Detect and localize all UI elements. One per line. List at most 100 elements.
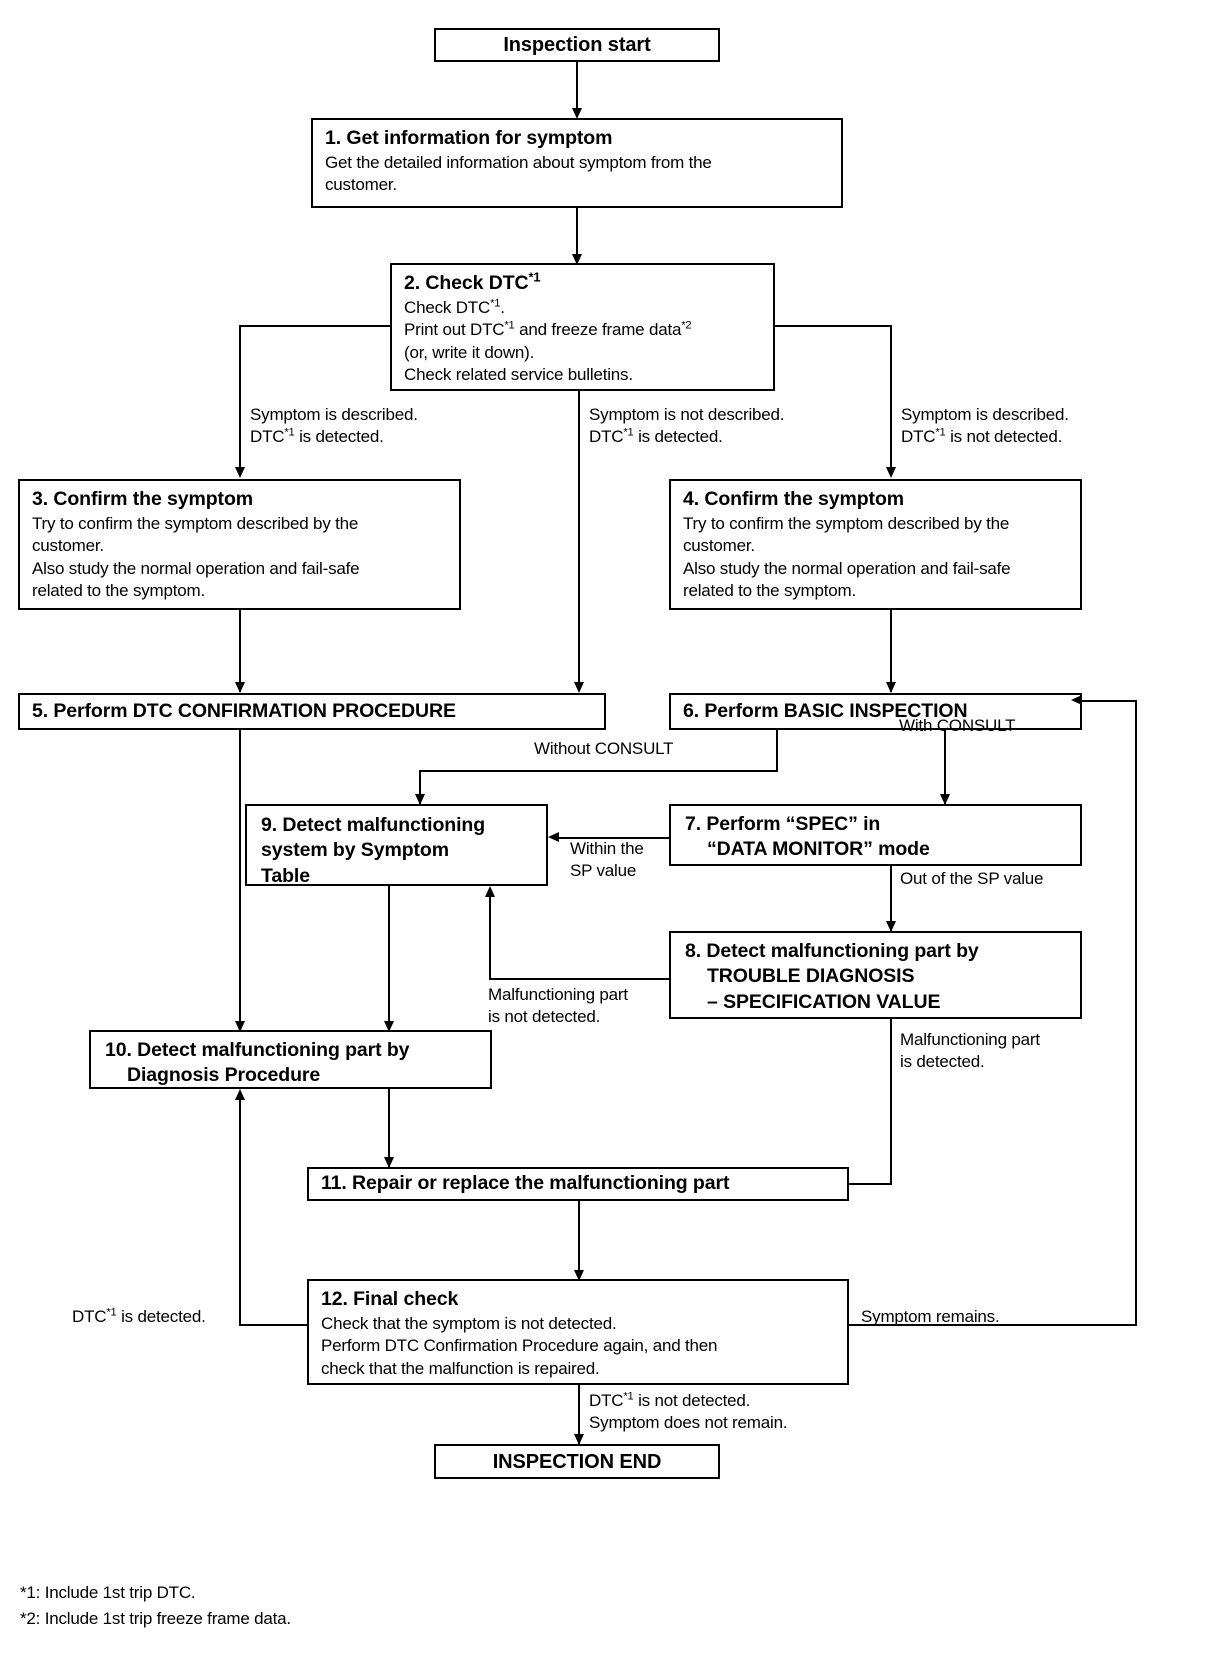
node-10-title-line-2: Diagnosis Procedure [127, 1064, 321, 1087]
edge-label-with-consult: With CONSULT [899, 716, 1016, 735]
middle-branch-post: is detected. [633, 427, 723, 447]
node-7-title-line-1: 7. Perform “SPEC” in [685, 813, 881, 835]
node-4-body: Try to confirm the symptom described by … [683, 513, 1070, 601]
node-1-body-line-2: customer. [325, 175, 397, 195]
left-branch-sup: *1 [284, 426, 295, 439]
arrowhead-start-to-1 [572, 108, 582, 119]
footnote-2: *2: Include 1st trip freeze frame data. [20, 1609, 291, 1629]
edge-label-right-branch-line-1: Symptom is described. [901, 405, 1069, 424]
node-1-body-line-1: Get the detailed information about sympt… [325, 153, 712, 173]
node-2-title: 2. Check DTC*1 [404, 271, 763, 296]
connector-12-symptom-remains-up [1135, 700, 1137, 1326]
right-branch-sup: *1 [935, 426, 946, 439]
right-branch-dtc: DTC [901, 427, 936, 447]
node-1-title: 1. Get information for symptom [325, 127, 613, 149]
node-2-line2-sup2: *2 [681, 319, 692, 332]
arrowhead-2-to-5 [574, 682, 584, 693]
node-8-title-line-1: 8. Detect malfunctioning part by [685, 940, 979, 962]
node-inspection-end-label: INSPECTION END [492, 1450, 662, 1473]
connector-2-branch-left-down [239, 325, 241, 476]
connector-symptom-remains-to-6 [1082, 700, 1137, 702]
connector-11-to-12 [578, 1201, 580, 1279]
part-detected-line-2: is detected. [900, 1052, 985, 1072]
edge-label-middle-branch: Symptom is not described. DTC*1 is detec… [589, 404, 785, 448]
connector-5-to-10 [239, 730, 241, 1030]
node-12-final-check: 12. Final check Check that the symptom i… [307, 1279, 849, 1385]
final-ok-pre: DTC [589, 1391, 624, 1410]
edge-label-part-not-detected: Malfunctioning part is not detected. [488, 984, 628, 1028]
node-11-title: 11. Repair or replace the malfunctioning… [321, 1172, 730, 1195]
node-6-title: 6. Perform BASIC INSPECTION [683, 699, 968, 722]
edge-label-part-detected: Malfunctioning part is detected. [900, 1029, 1040, 1073]
node-3-body-line-2: customer. [32, 536, 104, 556]
node-5-dtc-confirmation-procedure: 5. Perform DTC CONFIRMATION PROCEDURE [18, 693, 606, 730]
arrowhead-2-to-4 [886, 467, 896, 478]
node-2-body-line-1: Check DTC*1. [404, 297, 763, 319]
arrowhead-7-to-9 [548, 832, 559, 842]
arrowhead-without-consult-to-9 [415, 794, 425, 805]
connector-4-to-6 [890, 610, 892, 692]
node-7-title-line-2: “DATA MONITOR” mode [707, 838, 930, 861]
node-4-body-line-3: Also study the normal operation and fail… [683, 558, 1011, 578]
node-12-body: Check that the symptom is not detected. … [321, 1313, 837, 1379]
middle-branch-sup: *1 [623, 426, 634, 439]
part-detected-line-1: Malfunctioning part [900, 1030, 1040, 1049]
node-2-line2-sup: *1 [504, 319, 515, 332]
node-3-body-line-4: related to the symptom. [32, 580, 206, 600]
node-5-title: 5. Perform DTC CONFIRMATION PROCEDURE [32, 699, 456, 722]
arrowhead-12-to-end [574, 1434, 584, 1445]
final-ok-line-2: Symptom does not remain. [589, 1413, 788, 1433]
connector-2-branch-bus-left [239, 325, 392, 327]
arrowhead-8-to-9-feedback [485, 886, 495, 897]
node-3-confirm-symptom: 3. Confirm the symptom Try to confirm th… [18, 479, 461, 610]
right-branch-post: is not detected. [945, 427, 1063, 447]
connector-7-to-9 [559, 837, 669, 839]
node-9-title-line-2: system by Symptom [261, 839, 449, 862]
node-4-body-line-1: Try to confirm the symptom described by … [683, 514, 1010, 534]
edge-label-final-ok: DTC*1 is not detected. Symptom does not … [589, 1390, 788, 1434]
edge-label-middle-branch-line-1: Symptom is not described. [589, 405, 785, 424]
arrowhead-11-to-12 [574, 1270, 584, 1281]
edge-label-dtc-detected: DTC*1 is detected. [72, 1306, 206, 1328]
final-ok-line-1: DTC*1 is not detected. [589, 1390, 787, 1412]
node-9-detect-system-symptom-table: 9. Detect malfunctioning system by Sympt… [245, 804, 548, 887]
within-sp-line-2: SP value [570, 861, 637, 881]
node-8-detect-part-trouble-diagnosis: 8. Detect malfunctioning part by TROUBLE… [669, 931, 1082, 1019]
within-sp-line-1: Within the [570, 839, 644, 858]
arrowhead-9-to-10 [384, 1021, 394, 1032]
final-ok-post: is not detected. [633, 1391, 751, 1410]
node-2-body: Check DTC*1. Print out DTC*1 and freeze … [404, 297, 763, 385]
connector-6-without-consult-across [419, 770, 778, 772]
connector-12-to-end [578, 1385, 580, 1444]
node-2-line1-pre: Check DTC [404, 298, 491, 318]
edge-label-right-branch-line-2: DTC*1 is not detected. [901, 426, 1069, 448]
left-branch-dtc: DTC [250, 427, 285, 447]
node-inspection-end: INSPECTION END [434, 1444, 720, 1479]
middle-branch-dtc: DTC [589, 427, 624, 447]
node-11-repair-or-replace: 11. Repair or replace the malfunctioning… [307, 1167, 849, 1201]
arrowhead-3-to-5 [235, 682, 245, 693]
node-1-body: Get the detailed information about sympt… [325, 152, 831, 196]
node-8-title-line-2: TROUBLE DIAGNOSIS [707, 965, 915, 988]
arrowhead-4-to-6 [886, 682, 896, 693]
node-2-title-text: 2. Check DTC [404, 272, 529, 294]
node-12-body-line-1: Check that the symptom is not detected. [321, 1314, 617, 1334]
node-4-body-line-4: related to the symptom. [683, 580, 857, 600]
arrowhead-12-to-6 [1071, 695, 1082, 705]
node-10-detect-part-diagnosis-procedure: 10. Detect malfunctioning part by Diagno… [89, 1030, 492, 1089]
node-7-perform-spec-data-monitor: 7. Perform “SPEC” in “DATA MONITOR” mode [669, 804, 1082, 866]
node-10-title-line-1: 10. Detect malfunctioning part by [105, 1039, 410, 1061]
arrowhead-12-to-10 [235, 1089, 245, 1100]
arrowhead-1-to-2 [572, 254, 582, 265]
connector-2-branch-right-down [890, 325, 892, 476]
node-3-title: 3. Confirm the symptom [32, 488, 253, 510]
node-2-check-dtc: 2. Check DTC*1 Check DTC*1. Print out DT… [390, 263, 775, 391]
final-ok-sup: *1 [623, 1390, 634, 1403]
node-2-title-footnote-ref: *1 [528, 269, 541, 285]
part-not-detected-line-2: is not detected. [488, 1007, 601, 1027]
connector-1-to-2 [576, 208, 578, 263]
footnote-1: *1: Include 1st trip DTC. [20, 1583, 196, 1602]
part-not-detected-line-1: Malfunctioning part [488, 985, 628, 1004]
connector-6-to-7 [944, 730, 946, 805]
